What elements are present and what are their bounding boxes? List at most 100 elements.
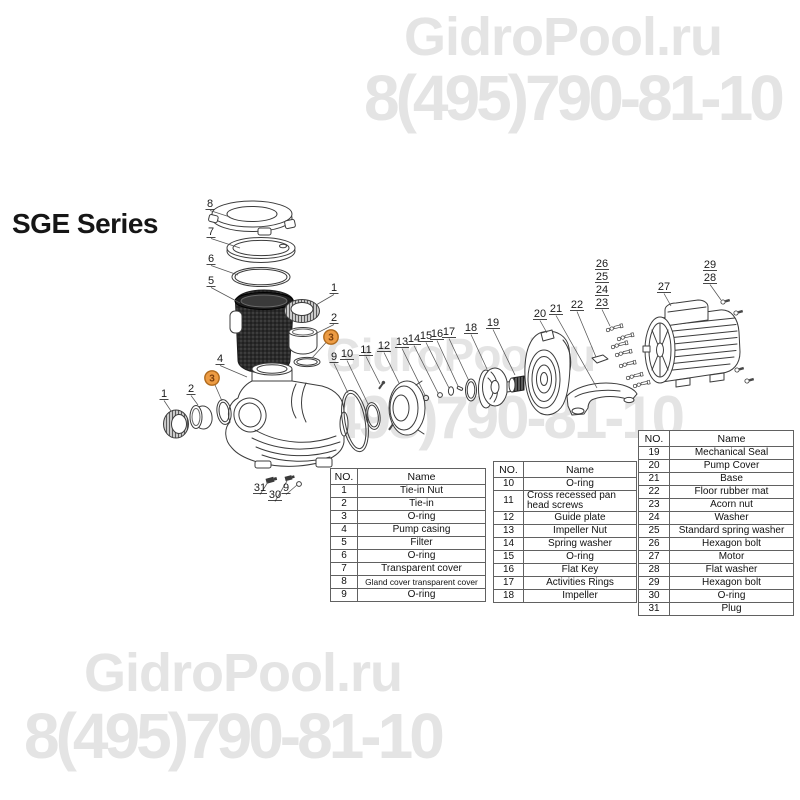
leader-line-4 bbox=[219, 365, 248, 378]
part-number-cell: 13 bbox=[493, 524, 524, 538]
leader-line-9 bbox=[285, 484, 298, 495]
part-floor-rubber-mat-22 bbox=[591, 354, 609, 364]
part-name-cell: Filter bbox=[357, 536, 486, 550]
part-number-cell: 31 bbox=[638, 602, 670, 616]
part-number-cell: 26 bbox=[638, 537, 670, 551]
part-label-12: 12 bbox=[378, 340, 390, 352]
part-name-cell: O-ring bbox=[669, 589, 794, 603]
part-label-19: 19 bbox=[487, 317, 499, 329]
part-label-1: 1 bbox=[161, 388, 167, 400]
part-o-ring-3-top bbox=[293, 356, 321, 368]
part-screw-11a bbox=[378, 380, 386, 390]
leader-line-18 bbox=[470, 334, 488, 370]
leader-line-31 bbox=[259, 481, 269, 495]
leader-line-14 bbox=[413, 345, 439, 394]
leader-line-1 bbox=[315, 294, 335, 306]
part-filter-5 bbox=[229, 289, 294, 374]
table-header-row: NO.Name bbox=[330, 468, 486, 485]
part-label-28: 28 bbox=[704, 272, 716, 284]
part-name-cell: O-ring bbox=[523, 477, 637, 491]
part-o-ring-6 bbox=[231, 267, 291, 287]
part-label-14: 14 bbox=[408, 333, 420, 345]
part-o-ring-9 bbox=[341, 389, 369, 453]
part-name-cell: O-ring bbox=[357, 549, 486, 563]
part-name-cell: Tie-in Nut bbox=[357, 484, 486, 498]
part-label-26: 26 bbox=[596, 258, 608, 270]
leader-line-6 bbox=[210, 265, 239, 276]
part-name-cell: Motor bbox=[669, 550, 794, 564]
column-header: Name bbox=[669, 430, 794, 447]
part-label-3: 3 bbox=[209, 374, 215, 385]
part-label-4: 4 bbox=[217, 353, 223, 365]
part-number-cell: 10 bbox=[493, 477, 524, 491]
leader-line-5 bbox=[210, 287, 241, 304]
part-name-cell: Transparent cover bbox=[357, 562, 486, 576]
part-impeller-18 bbox=[478, 367, 515, 409]
part-number-cell: 27 bbox=[638, 550, 670, 564]
part-label-23: 23 bbox=[596, 297, 608, 309]
part-impeller-nut-13 bbox=[422, 394, 430, 402]
leader-line-2 bbox=[190, 395, 199, 406]
part-number-cell: 25 bbox=[638, 524, 670, 538]
part-name-cell: Hexagon bolt bbox=[669, 537, 794, 551]
part-label-20: 20 bbox=[534, 308, 546, 320]
series-title: SGE Series bbox=[12, 208, 158, 239]
part-activities-rings-17 bbox=[465, 378, 477, 402]
part-label-30: 30 bbox=[269, 489, 281, 501]
part-flat-key-16 bbox=[456, 385, 464, 391]
part-number-cell: 12 bbox=[493, 511, 524, 525]
part-spring-washer-14 bbox=[437, 392, 443, 398]
part-label-8: 8 bbox=[207, 198, 213, 210]
part-number-cell: 18 bbox=[493, 589, 524, 603]
part-number-cell: 30 bbox=[638, 589, 670, 603]
part-number-cell: 24 bbox=[638, 511, 670, 525]
part-number-cell: 5 bbox=[330, 536, 358, 550]
part-number-cell: 23 bbox=[638, 498, 670, 512]
leader-line-28 bbox=[709, 284, 722, 301]
part-label-9: 9 bbox=[283, 482, 289, 494]
part-number-cell: 9 bbox=[330, 588, 358, 602]
part-o-ring-15 bbox=[447, 386, 455, 396]
part-label-6: 6 bbox=[208, 253, 214, 265]
part-label-1: 1 bbox=[331, 282, 337, 294]
table-header-row: NO.Name bbox=[638, 430, 794, 447]
part-o-ring-3-left bbox=[216, 399, 232, 425]
part-name-cell: Washer bbox=[669, 511, 794, 525]
part-label-17: 17 bbox=[443, 326, 455, 338]
part-label-11: 11 bbox=[360, 344, 371, 356]
part-name-cell: Gland cover transparent cover bbox=[357, 575, 486, 589]
part-label-7: 7 bbox=[208, 226, 214, 238]
part-name-cell: Acorn nut bbox=[669, 498, 794, 512]
part-number-cell: 2 bbox=[330, 497, 358, 511]
part-number-cell: 11 bbox=[493, 490, 524, 512]
part-number-cell: 21 bbox=[638, 472, 670, 486]
part-number-cell: 19 bbox=[638, 446, 670, 460]
watermark-site-top: GidroPool.ru bbox=[404, 7, 723, 67]
part-label-29: 29 bbox=[704, 259, 716, 271]
part-name-cell: O-ring bbox=[357, 510, 486, 524]
part-name-cell: Standard spring washer bbox=[669, 524, 794, 538]
part-label-10: 10 bbox=[341, 348, 353, 360]
part-name-cell: Flat Key bbox=[523, 563, 637, 577]
part-number-cell: 3 bbox=[330, 510, 358, 524]
